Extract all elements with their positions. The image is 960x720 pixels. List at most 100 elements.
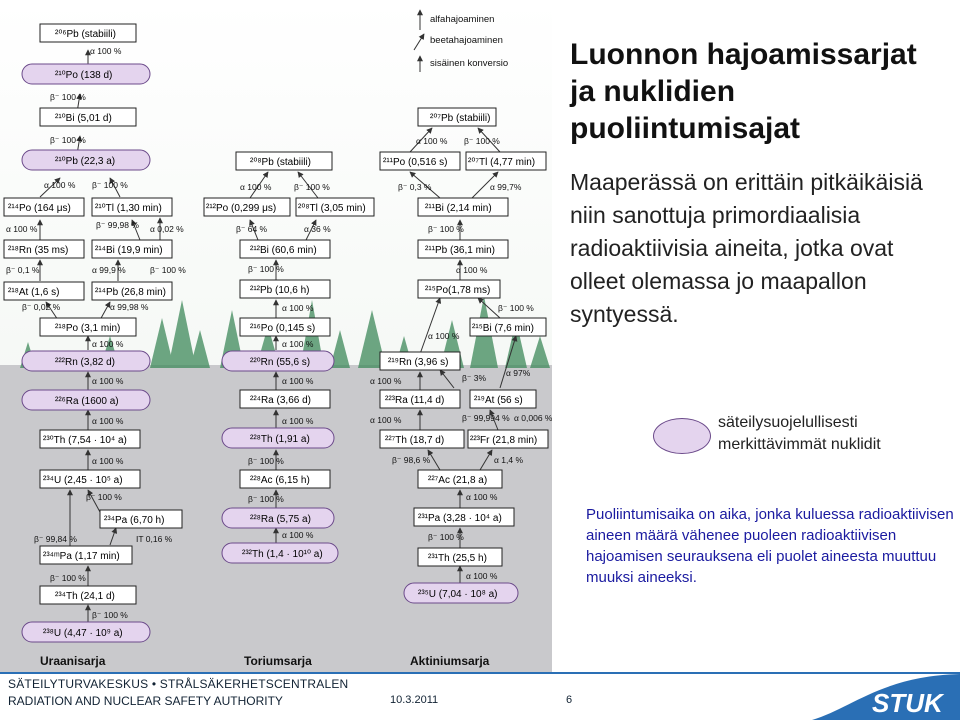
decay-label: β⁻ 99,994 % <box>462 413 510 423</box>
decay-label: α 1,4 % <box>494 455 523 465</box>
svg-text:²³⁵U (7,04 · 10⁸ a): ²³⁵U (7,04 · 10⁸ a) <box>418 589 498 600</box>
decay-label: β⁻ 100 % <box>498 303 534 313</box>
svg-text:²¹²Po (0,299 μs): ²¹²Po (0,299 μs) <box>206 203 276 214</box>
decay-label: α 100 % <box>370 415 402 425</box>
svg-text:²⁰⁷Pb (stabiili): ²⁰⁷Pb (stabiili) <box>430 113 490 124</box>
nuclide-u-th234: ²³⁴Th (24,1 d) <box>39 585 137 605</box>
footer-date: 10.3.2011 <box>390 694 439 706</box>
decay-label: α 100 % <box>44 180 76 190</box>
decay-label: IT 0,16 % <box>136 534 173 544</box>
nuclide-t-bi212: ²¹²Bi (60,6 min) <box>239 239 331 259</box>
nuclide-u-po214: ²¹⁴Po (164 μs) <box>3 197 85 217</box>
decay-label: α 100 % <box>6 224 38 234</box>
highlight-legend-note: säteilysuojelullisesti merkittävimmät nu… <box>718 414 881 453</box>
svg-text:²³⁴U (2,45 · 10⁵ a): ²³⁴U (2,45 · 10⁵ a) <box>43 475 123 486</box>
svg-text:²¹⁸Po (3,1 min): ²¹⁸Po (3,1 min) <box>55 323 120 334</box>
uranium-series: ²⁰⁶Pb (stabiili) ²¹⁰Po (138 d) ²¹⁰Bi (5,… <box>3 23 186 668</box>
nuclide-t-pb212: ²¹²Pb (10,6 h) <box>239 279 331 299</box>
svg-text:²²⁸Th (1,91 a): ²²⁸Th (1,91 a) <box>250 434 310 445</box>
decay-label: β⁻ 0,1 % <box>6 265 40 275</box>
decay-label: α 99,7% <box>490 182 522 192</box>
svg-text:²²⁶Ra (1600 a): ²²⁶Ra (1600 a) <box>55 396 119 407</box>
svg-text:²²⁴Ra (3,66 d): ²²⁴Ra (3,66 d) <box>250 395 311 406</box>
nuclide-t-po216: ²¹⁶Po (0,145 s) <box>239 317 331 337</box>
svg-text:²¹⁰Po (138 d): ²¹⁰Po (138 d) <box>55 70 112 81</box>
decay-label: α 100 % <box>92 456 124 466</box>
decay-label: β⁻ 0,3 % <box>398 182 432 192</box>
nuclide-a-pb211: ²¹¹Pb (36,1 min) <box>417 239 509 259</box>
nuclide-a-pb207: ²⁰⁷Pb (stabiili) <box>417 107 497 127</box>
series-name-thorium: Toriumsarja <box>244 654 312 668</box>
decay-label: α 100 % <box>370 376 402 386</box>
svg-text:²¹⁴Pb (26,8 min): ²¹⁴Pb (26,8 min) <box>95 287 166 298</box>
decay-label: α 100 % <box>466 492 498 502</box>
nuclide-a-rn219: ²¹⁹Rn (3,96 s) <box>379 351 461 371</box>
logo-swoosh <box>812 674 960 720</box>
footer-org-line2: RADIATION AND NUCLEAR SAFETY AUTHORITY <box>8 694 283 708</box>
svg-text:²²⁷Ac (21,8 a): ²²⁷Ac (21,8 a) <box>428 475 487 486</box>
nuclide-u-pb210: ²¹⁰Pb (22,3 a) <box>21 149 151 171</box>
nuclide-a-pa231: ²³¹Pa (3,28 · 10⁴ a) <box>413 507 515 527</box>
decay-label: α 97% <box>506 368 531 378</box>
footer-org-line1: SÄTEILYTURVAKESKUS • STRÅLSÄKERHETSCENTR… <box>8 677 349 691</box>
svg-text:²¹⁹At (56 s): ²¹⁹At (56 s) <box>474 395 523 406</box>
decay-label: β⁻ 100 % <box>50 135 86 145</box>
nuclide-u-pb214: ²¹⁴Pb (26,8 min) <box>91 281 173 301</box>
decay-label: β⁻ 100 % <box>428 532 464 542</box>
nuclide-t-ac228: ²²⁸Ac (6,15 h) <box>239 469 331 489</box>
svg-text:²¹¹Po (0,516 s): ²¹¹Po (0,516 s) <box>383 157 447 168</box>
nuclide-t-po212: ²¹²Po (0,299 μs) <box>203 197 291 217</box>
decay-label: α 100 % <box>428 331 460 341</box>
nuclide-u-tl210: ²¹⁰Tl (1,30 min) <box>91 197 173 217</box>
slide-body-text: Maaperässä on erittäin pitkäikäisiä niin… <box>570 169 923 327</box>
decay-label: β⁻ 100 % <box>50 92 86 102</box>
svg-text:²⁰⁷Tl (4,77 min): ²⁰⁷Tl (4,77 min) <box>468 157 535 168</box>
decay-label: α 100 % <box>92 339 124 349</box>
nuclide-a-tl207: ²⁰⁷Tl (4,77 min) <box>465 151 547 171</box>
nuclide-u-ra226: ²²⁶Ra (1600 a) <box>21 389 151 411</box>
svg-text:²¹⁴Po (164 μs): ²¹⁴Po (164 μs) <box>8 203 71 214</box>
series-name-actinium: Aktiniumsarja <box>410 654 490 668</box>
decay-label: α 100 % <box>90 46 122 56</box>
decay-label: β⁻ 100 % <box>248 494 284 504</box>
decay-label: α 100 % <box>282 530 314 540</box>
decay-label: β⁻ 100 % <box>86 492 122 502</box>
logo-text: STUK <box>872 688 945 718</box>
decay-label: α 99,9 % <box>92 265 126 275</box>
decay-series-diagram: alfahajoaminen beetahajoaminen sisäinen … <box>0 0 552 672</box>
svg-text:²³⁴ᵐPa (1,17 min): ²³⁴ᵐPa (1,17 min) <box>43 551 120 562</box>
highlight-legend-swatch <box>653 418 711 454</box>
nuclide-t-pb208: ²⁰⁸Pb (stabiili) <box>235 151 333 171</box>
series-name-uranium: Uraanisarja <box>40 654 106 668</box>
decay-label: β⁻ 100 % <box>294 182 330 192</box>
nuclide-u-at218: ²¹⁸At (1,6 s) <box>3 281 85 301</box>
nuclide-a-bi211: ²¹¹Bi (2,14 min) <box>417 197 509 217</box>
nuclide-u-po210: ²¹⁰Po (138 d) <box>21 63 151 85</box>
nuclide-u-rn222: ²²²Rn (3,82 d) <box>21 350 151 372</box>
svg-text:²²³Ra (11,4 d): ²²³Ra (11,4 d) <box>385 395 444 406</box>
nuclide-u-pa234m: ²³⁴ᵐPa (1,17 min) <box>39 545 133 565</box>
decay-label: β⁻ 64 % <box>236 224 268 234</box>
thorium-series: ²⁰⁸Pb (stabiili) ²¹²Po (0,299 μs) ²⁰⁸Tl … <box>203 151 375 668</box>
decay-label: β⁻ 100 % <box>150 265 186 275</box>
nuclide-a-at219: ²¹⁹At (56 s) <box>469 389 537 409</box>
nuclide-t-ra224: ²²⁴Ra (3,66 d) <box>239 389 331 409</box>
decay-label: β⁻ 100 % <box>92 180 128 190</box>
svg-text:²²⁸Ac (6,15 h): ²²⁸Ac (6,15 h) <box>250 475 310 486</box>
legend: alfahajoaminen beetahajoaminen sisäinen … <box>413 9 508 72</box>
decay-label: α 100 % <box>282 339 314 349</box>
svg-text:²²⁸Ra (5,75 a): ²²⁸Ra (5,75 a) <box>250 514 311 525</box>
svg-text:²¹¹Pb (36,1 min): ²¹¹Pb (36,1 min) <box>425 245 495 256</box>
svg-text:²²⁰Rn (55,6 s): ²²⁰Rn (55,6 s) <box>250 357 310 368</box>
nuclide-a-po215: ²¹⁵Po(1,78 ms) <box>417 279 501 299</box>
nuclide-a-th227: ²²⁷Th (18,7 d) <box>379 429 465 449</box>
decay-label: α 99,98 % <box>110 302 149 312</box>
svg-text:²¹⁵Bi (7,6 min): ²¹⁵Bi (7,6 min) <box>472 323 534 334</box>
decay-label: β⁻ 100 % <box>92 610 128 620</box>
beta-arrow-icon <box>413 33 425 51</box>
nuclide-u-bi210: ²¹⁰Bi (5,01 d) <box>39 107 137 127</box>
svg-text:²¹⁰Pb (22,3 a): ²¹⁰Pb (22,3 a) <box>55 156 115 167</box>
svg-text:²¹⁹Rn (3,96 s): ²¹⁹Rn (3,96 s) <box>388 357 448 368</box>
svg-text:²¹⁸Rn (35 ms): ²¹⁸Rn (35 ms) <box>8 245 68 256</box>
nuclide-a-ra223: ²²³Ra (11,4 d) <box>379 389 461 409</box>
